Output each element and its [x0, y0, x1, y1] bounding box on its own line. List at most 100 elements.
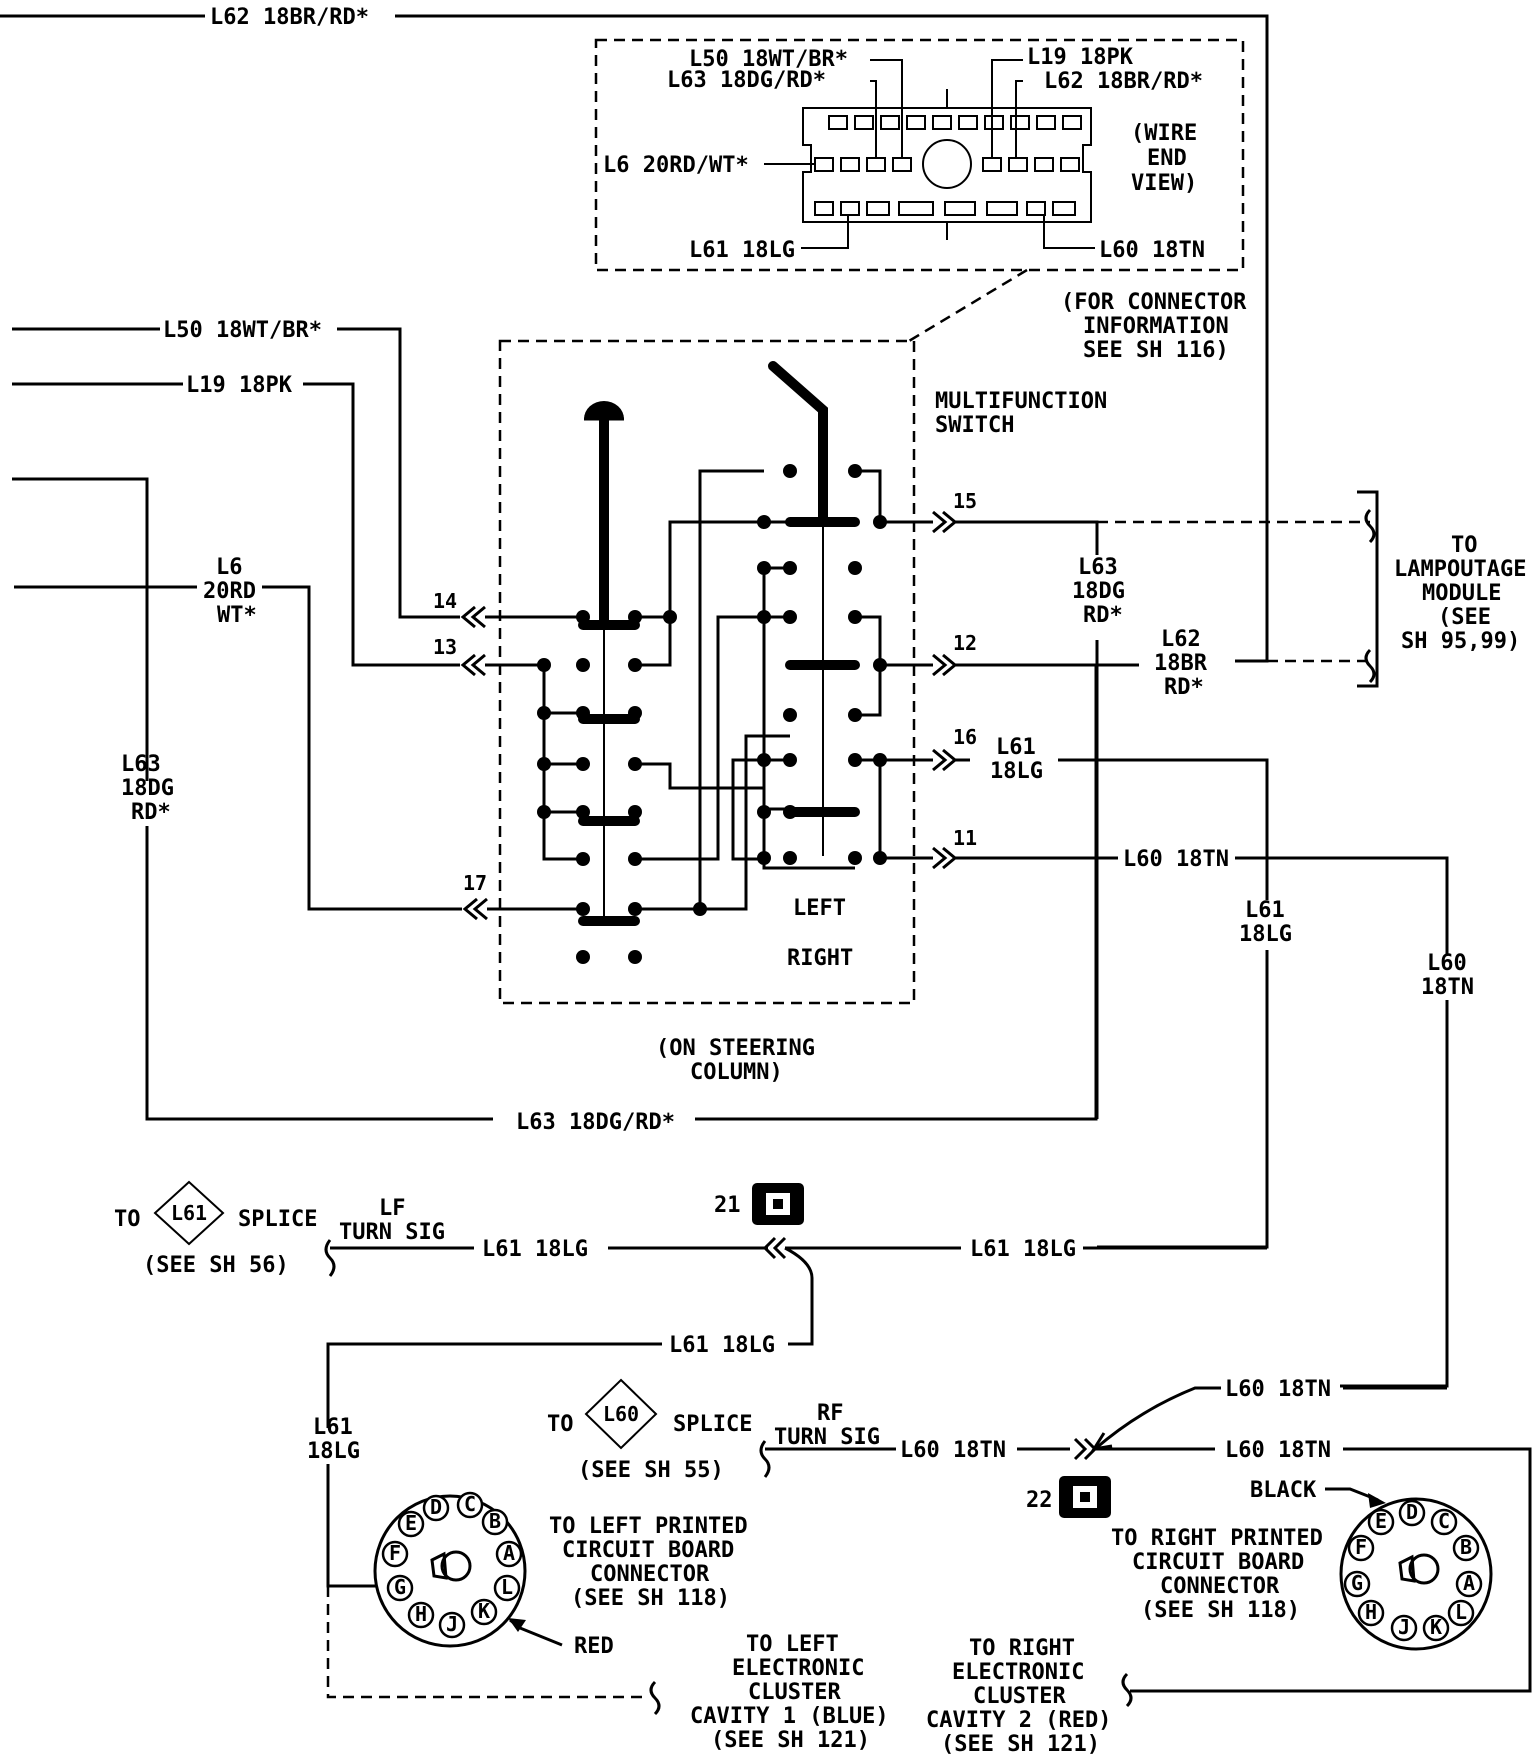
right-l60-vert-line2: 18TN: [1421, 975, 1474, 1000]
right-l60-label: L60 18TN: [1123, 847, 1229, 872]
left-pcb-note-line4: (SEE SH 118): [571, 1586, 730, 1611]
switch-location-line1: (ON STEERING: [656, 1036, 815, 1061]
svg-text:F: F: [389, 1541, 401, 1565]
right-l60-vert-line1: L60: [1427, 951, 1467, 976]
lf-turn-signal-section: TO L61 SPLICE (SEE SH 56) LF TURN SIG L6…: [114, 1180, 1267, 1588]
lf-splice-diamond: [153, 1180, 225, 1246]
svg-text:H: H: [1365, 1600, 1377, 1624]
svg-text:J: J: [446, 1612, 458, 1636]
lf-splice-id: L61: [171, 1201, 207, 1225]
lamp-module-line2: LAMPOUTAGE: [1394, 557, 1526, 582]
connector-info-line1: (FOR CONNECTOR: [1061, 290, 1247, 315]
cluster-connections: TO LEFT ELECTRONIC CLUSTER CAVITY 1 (BLU…: [326, 1586, 1530, 1757]
right-cluster-line3: CLUSTER: [973, 1684, 1066, 1709]
svg-text:K: K: [1430, 1615, 1442, 1639]
connector-body: [802, 107, 1092, 223]
conn-l60-label: L60 18TN: [1099, 238, 1205, 263]
left-l6-line3: WT*: [217, 603, 257, 628]
svg-text:L: L: [1455, 1600, 1467, 1624]
rf-wire-lower-label: L60 18TN: [1225, 1438, 1331, 1463]
left-pcb-note-line3: CONNECTOR: [590, 1562, 710, 1587]
right-pcb-pin-letters: E D C F B G A H L J K: [1351, 1500, 1475, 1639]
svg-text:D: D: [1406, 1500, 1418, 1524]
left-l19-label: L19 18PK: [186, 373, 293, 398]
lf-to-label: TO: [114, 1207, 141, 1232]
l62-top-label: L62 18BR/RD*: [210, 5, 369, 30]
bottom-l63-label: L63 18DG/RD*: [516, 1110, 675, 1135]
svg-text:F: F: [1355, 1535, 1367, 1559]
svg-text:B: B: [489, 1509, 501, 1533]
svg-text:A: A: [503, 1541, 515, 1565]
pin-14-label: 14: [433, 589, 457, 613]
svg-text:D: D: [430, 1495, 442, 1519]
right-cluster-line1: TO RIGHT: [969, 1636, 1075, 1661]
right-l62-line2: 18BR: [1154, 651, 1208, 676]
svg-text:H: H: [415, 1602, 427, 1626]
lf-see-label: (SEE SH 56): [143, 1253, 289, 1278]
left-l6-line1: L6: [216, 555, 243, 580]
right-pcb-color: BLACK: [1250, 1478, 1317, 1503]
left-cluster-line2: ELECTRONIC: [732, 1656, 864, 1681]
lf-turn-line2: TURN SIG: [339, 1220, 445, 1245]
right-cluster-line4: CAVITY 2 (RED): [926, 1708, 1111, 1733]
pin-15-label: 15: [953, 489, 977, 513]
left-l63-line1: L63: [121, 752, 161, 777]
left-pcb-note-line2: CIRCUIT BOARD: [562, 1538, 734, 1563]
left-pcb-key: [440, 1550, 472, 1582]
switch-contacts: [537, 464, 887, 964]
pin-16-label: 16: [953, 725, 977, 749]
svg-text:A: A: [1463, 1571, 1475, 1595]
conn-l6-label: L6 20RD/WT*: [603, 153, 749, 178]
left-input-wires: L50 18WT/BR* L19 18PK L63 18DG RD* L63 1…: [12, 318, 1098, 1135]
rf-turn-line2: TURN SIG: [774, 1425, 880, 1450]
left-pcb-color: RED: [574, 1634, 614, 1659]
lamp-module-line1: TO: [1451, 533, 1478, 558]
svg-text:C: C: [1438, 1509, 1450, 1533]
right-pcb-note-line3: CONNECTOR: [1160, 1574, 1280, 1599]
connector-info-line2: INFORMATION: [1083, 314, 1229, 339]
svg-text:J: J: [1398, 1615, 1410, 1639]
right-pcb-pins: [1343, 1499, 1483, 1642]
right-output-wires: L63 18DG RD* L62 18BR RD* L61 18LG L60 1…: [955, 490, 1526, 1388]
wire-end-view-line3: VIEW): [1131, 171, 1197, 196]
rf-splice-label: SPLICE: [673, 1412, 752, 1437]
right-pcb-connector: E D C F B G A H L J K BLACK TO RIGHT PRI…: [1111, 1478, 1493, 1651]
right-cluster-line5: (SEE SH 121): [941, 1732, 1100, 1757]
left-lever-knob: [584, 401, 624, 419]
switch-title-line1: MULTIFUNCTION: [935, 389, 1107, 414]
switch-left-label: LEFT: [793, 896, 846, 921]
switch-title-line2: SWITCH: [935, 413, 1014, 438]
lamp-module-bracket: [1357, 490, 1379, 688]
left-pcb-pin-letters: D C E B F A G L H J K: [389, 1492, 515, 1636]
right-pcb-note-line4: (SEE SH 118): [1141, 1598, 1300, 1623]
rf-splice-id: L60: [603, 1402, 639, 1426]
lf-vert-wire-line1: L61: [313, 1415, 353, 1440]
left-pcb-connector: D C E B F A G L H J K RED TO LEFT PRINTE…: [328, 1491, 748, 1659]
connector-pins: [814, 115, 1082, 216]
right-l62-line3: RD*: [1164, 675, 1204, 700]
right-pcb-note-line1: TO RIGHT PRINTED: [1111, 1526, 1323, 1551]
left-pcb-note-line1: TO LEFT PRINTED: [549, 1514, 748, 1539]
left-pcb-pins: [381, 1491, 523, 1639]
switch-right-label: RIGHT: [787, 946, 853, 971]
right-l63-line3: RD*: [1083, 603, 1123, 628]
wire-end-view-line1: (WIRE: [1131, 121, 1197, 146]
conn-l50-label: L50 18WT/BR*: [689, 47, 848, 72]
right-cluster-line2: ELECTRONIC: [952, 1660, 1084, 1685]
connector-key-circle: [922, 139, 972, 189]
rf-splice-diamond: [584, 1378, 658, 1450]
pin-12-label: 12: [953, 631, 977, 655]
right-l61-vert-line2: 18LG: [1239, 922, 1292, 947]
right-l63-line2: 18DG: [1072, 579, 1125, 604]
pin-17-label: 17: [463, 871, 487, 895]
connector-leader-line: [908, 268, 1028, 343]
svg-text:G: G: [1351, 1571, 1363, 1595]
connector-info-line3: SEE SH 116): [1083, 338, 1229, 363]
svg-text:L: L: [501, 1575, 513, 1599]
pin-11-label: 11: [953, 826, 977, 850]
switch-location-line2: COLUMN): [690, 1060, 783, 1085]
lamp-module-line3: MODULE: [1422, 581, 1501, 606]
wire-end-view-line2: END: [1147, 146, 1187, 171]
right-l62-line1: L62: [1161, 627, 1201, 652]
